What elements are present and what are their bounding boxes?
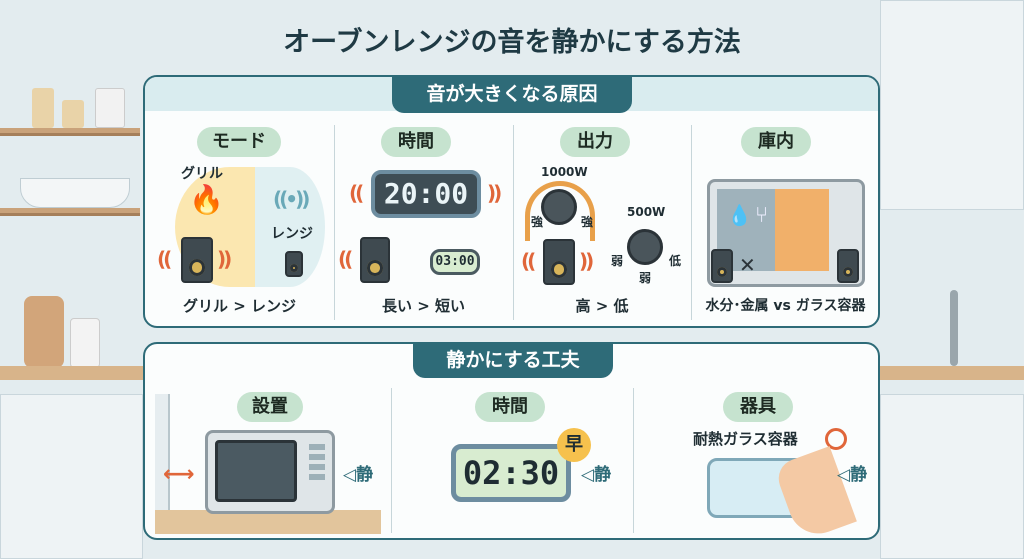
speaker-icon bbox=[360, 237, 390, 283]
pill-output: 出力 bbox=[560, 127, 630, 157]
jar bbox=[95, 88, 125, 128]
quiet-label: ◁静 bbox=[343, 465, 374, 485]
cabinet bbox=[880, 394, 1024, 559]
quiet-text: 静 bbox=[356, 465, 374, 485]
quiet-label: ◁静 bbox=[581, 465, 612, 485]
cutting-board bbox=[24, 296, 64, 368]
cabinet bbox=[880, 0, 1024, 210]
loud-wave-icon: )) bbox=[579, 249, 594, 273]
speaker-icon bbox=[543, 239, 575, 285]
jar bbox=[62, 100, 84, 128]
speaker-icon bbox=[285, 251, 303, 277]
high-watt-label: 1000W bbox=[541, 165, 588, 179]
loud-wave-icon: (( bbox=[349, 181, 364, 205]
gap-arrow-icon: ⟷ bbox=[163, 462, 195, 487]
pill-install: 設置 bbox=[237, 392, 303, 422]
pill-interior: 庫内 bbox=[741, 127, 811, 157]
short-timer: 02:30 bbox=[451, 444, 571, 502]
causes-panel: 音が大きくなる原因 モード グリル 🔥 レンジ ((•)) (( )) グリル … bbox=[143, 75, 880, 328]
counter bbox=[880, 366, 1024, 380]
glass-container-label: 耐熱ガラス容器 bbox=[693, 430, 798, 448]
strong-label: 強 bbox=[531, 215, 544, 229]
weak-label: 弱 bbox=[611, 254, 624, 268]
quiet-text: 静 bbox=[850, 465, 868, 485]
divider bbox=[691, 125, 692, 320]
cabinet bbox=[0, 394, 143, 559]
divider bbox=[391, 388, 392, 533]
glass-interior bbox=[775, 189, 829, 271]
counter bbox=[0, 366, 143, 380]
high-dial-arc bbox=[525, 181, 595, 241]
speaker-icon bbox=[711, 249, 733, 283]
causes-heading: 音が大きくなる原因 bbox=[392, 77, 632, 113]
fork-icon: ⑂ bbox=[755, 203, 769, 228]
circle-ok-icon bbox=[825, 428, 847, 450]
pill-time: 時間 bbox=[475, 392, 545, 422]
tips-panel: 静かにする工夫 設置 ⟷ ◁静 時間 02:30 早 ◁静 器具 耐熱ガラス容器… bbox=[143, 342, 880, 540]
quiet-text: 静 bbox=[594, 465, 612, 485]
faucet-icon bbox=[950, 290, 958, 366]
divider bbox=[633, 388, 634, 533]
speaker-icon bbox=[181, 237, 213, 283]
output-caption: 高 > 低 bbox=[575, 297, 629, 315]
high-power-knob[interactable] bbox=[541, 189, 577, 225]
shelf bbox=[0, 128, 140, 136]
early-badge: 早 bbox=[557, 428, 591, 462]
long-timer: 20:00 bbox=[371, 170, 481, 218]
jar bbox=[70, 318, 100, 368]
low-label: 低 bbox=[669, 254, 682, 268]
tips-heading: 静かにする工夫 bbox=[413, 344, 613, 378]
pill-tools: 器具 bbox=[723, 392, 793, 422]
pill-time: 時間 bbox=[381, 127, 451, 157]
water-drop-icon: 💧 bbox=[727, 203, 752, 227]
low-watt-label: 500W bbox=[627, 205, 666, 219]
weak-label: 弱 bbox=[639, 271, 652, 285]
pill-mode: モード bbox=[197, 127, 281, 157]
jar bbox=[32, 88, 54, 128]
fire-icon: 🔥 bbox=[189, 183, 224, 216]
cross-icon: ✕ bbox=[739, 253, 756, 277]
loud-wave-icon: (( bbox=[157, 247, 172, 271]
wave-icon: ((•)) bbox=[273, 187, 310, 211]
strong-label: 強 bbox=[581, 215, 594, 229]
page-title: オーブンレンジの音を静かにする方法 bbox=[283, 27, 741, 58]
range-label: レンジ bbox=[271, 226, 313, 242]
grill-label: グリル bbox=[181, 166, 223, 182]
short-timer: 03:00 bbox=[430, 249, 480, 275]
loud-wave-icon: (( bbox=[338, 247, 353, 271]
interior-caption: 水分･金属 vs ガラス容器 bbox=[705, 298, 866, 314]
loud-wave-icon: )) bbox=[487, 181, 502, 205]
quiet-label: ◁静 bbox=[837, 465, 868, 485]
control-buttons bbox=[309, 444, 325, 482]
counter-top bbox=[155, 510, 381, 534]
divider bbox=[513, 125, 514, 320]
mode-caption: グリル > レンジ bbox=[182, 297, 296, 315]
shelf bbox=[0, 208, 140, 216]
low-power-knob[interactable] bbox=[627, 229, 663, 265]
speaker-icon bbox=[837, 249, 859, 283]
bowls bbox=[20, 178, 130, 208]
time-caption: 長い > 短い bbox=[381, 297, 465, 315]
wall bbox=[155, 394, 170, 534]
loud-wave-icon: (( bbox=[521, 249, 536, 273]
divider bbox=[334, 125, 335, 320]
microwave-window bbox=[215, 440, 297, 502]
loud-wave-icon: )) bbox=[217, 247, 232, 271]
